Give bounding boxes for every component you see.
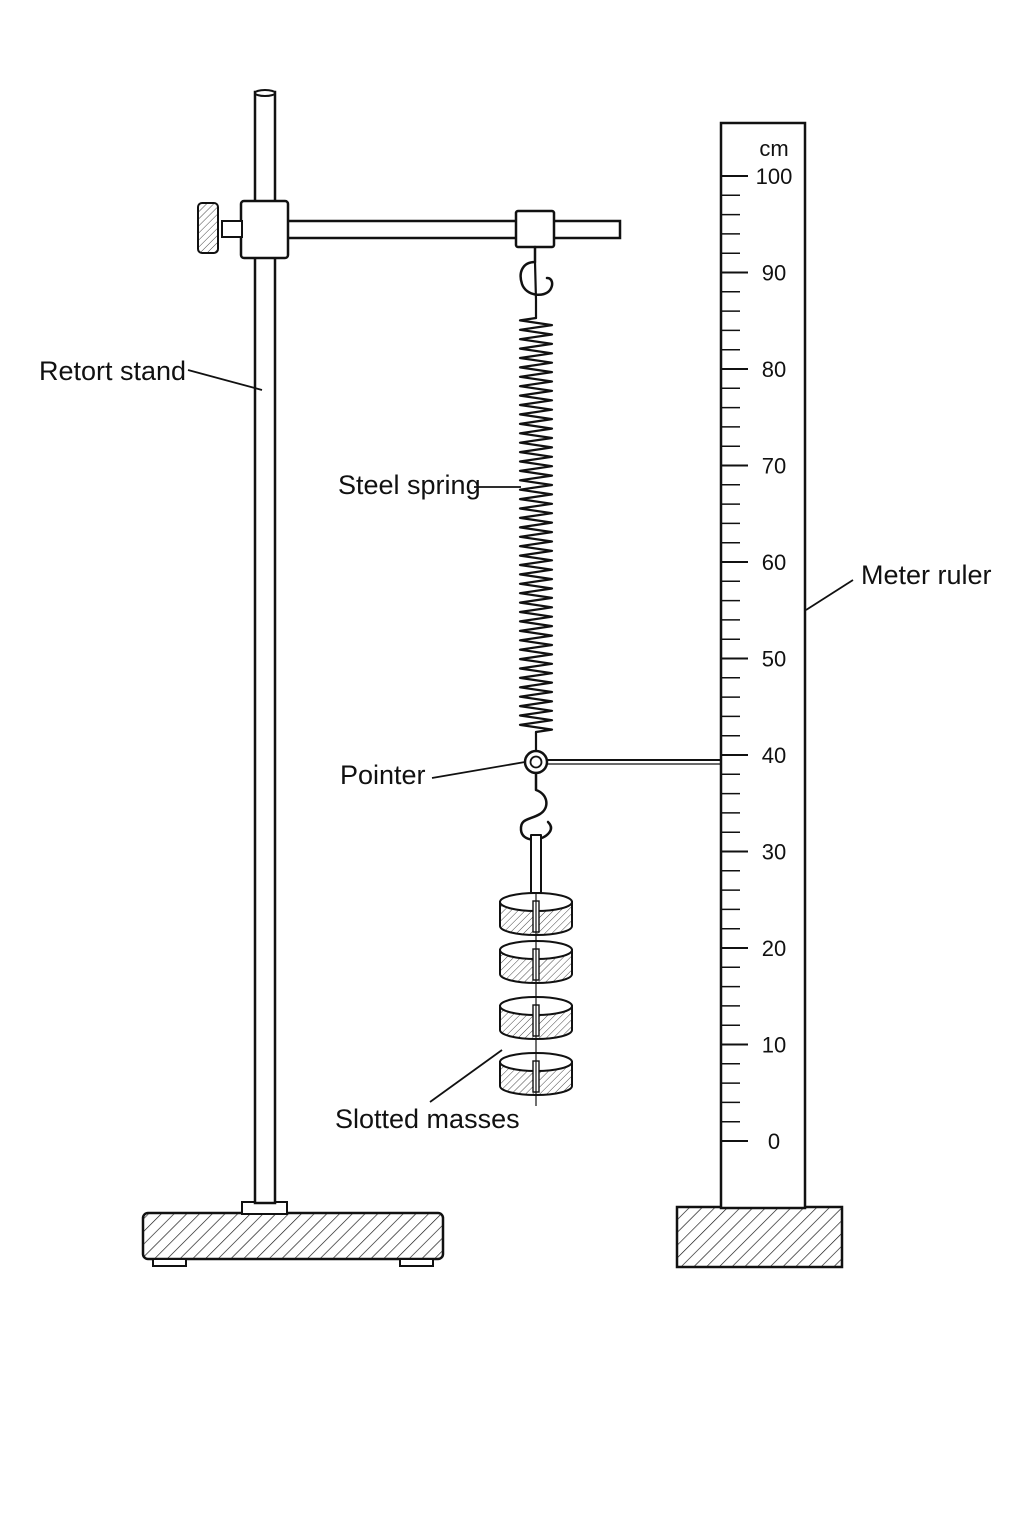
screw-stem <box>221 220 243 238</box>
lower-hook <box>519 771 553 841</box>
retort-stand-label: Retort stand <box>39 356 187 386</box>
stand-foot-left <box>152 1258 187 1267</box>
slotted-masses <box>499 892 573 1106</box>
meter-ruler-label: Meter ruler <box>861 560 992 590</box>
mass-hanger <box>530 834 542 894</box>
top-hook <box>519 245 554 297</box>
ruler-tick-label: 20 <box>762 936 786 961</box>
ruler-tick-label: 70 <box>762 454 786 479</box>
spring-assembly <box>518 245 722 894</box>
rod-top <box>254 89 276 97</box>
slotted-masses-leader <box>429 1049 503 1103</box>
ruler-tick-label: 100 <box>756 164 793 189</box>
ruler-tick-label: 80 <box>762 357 786 382</box>
boss-head <box>239 199 290 260</box>
ruler-tick-label: 10 <box>762 1033 786 1058</box>
screw-knob <box>197 202 219 254</box>
ruler-ticks <box>721 175 748 1142</box>
ruler-tick-label: 50 <box>762 647 786 672</box>
pointer-label: Pointer <box>340 760 426 790</box>
spring-clamp <box>514 209 556 249</box>
ruler-base <box>675 1205 844 1269</box>
leader-lines <box>187 369 854 1103</box>
ruler-body <box>719 121 807 1210</box>
stand-base <box>141 1211 445 1261</box>
pointer-ring <box>523 749 549 775</box>
ruler-unit-label: cm <box>759 136 788 161</box>
ruler-tick-label: 0 <box>768 1129 780 1154</box>
retort-stand-leader <box>187 369 263 391</box>
steel-spring-label: Steel spring <box>338 470 481 500</box>
steel-spring <box>518 316 554 734</box>
ruler-tick-label: 90 <box>762 261 786 286</box>
meter-ruler-leader <box>805 579 854 611</box>
pointer-leader <box>431 761 526 779</box>
ruler-tick-label: 60 <box>762 550 786 575</box>
retort-stand <box>141 89 622 1267</box>
ruler-tick-label: 40 <box>762 743 786 768</box>
slotted-masses-label: Slotted masses <box>335 1104 520 1134</box>
stand-foot-right <box>399 1258 434 1267</box>
clamp-arm <box>283 219 622 240</box>
ruler-tick-label: 30 <box>762 840 786 865</box>
